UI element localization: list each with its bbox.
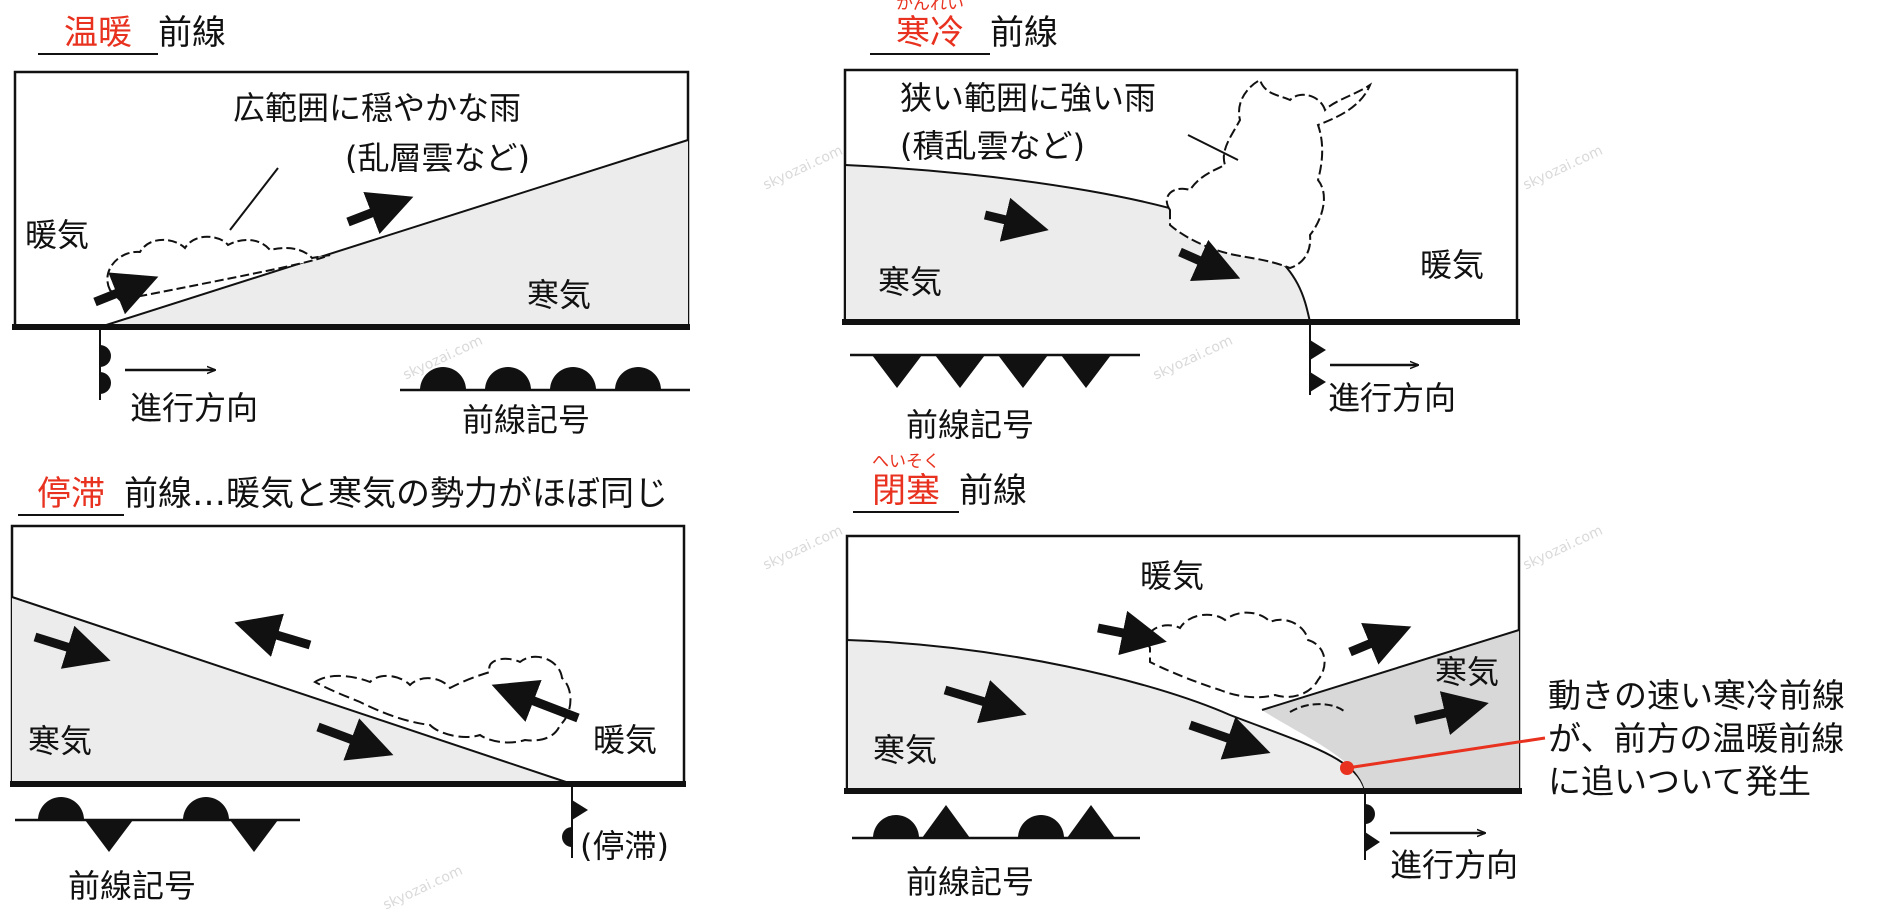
cold-front-direction-label: 進行方向 xyxy=(1328,379,1457,417)
warm-front-title-suffix: 前線 xyxy=(158,13,226,53)
warm-front-direction-label: 進行方向 xyxy=(130,389,259,427)
occluded-front-title: へいそく閉塞前線 xyxy=(853,454,1027,513)
warm-front-warm-air-label: 暖気 xyxy=(25,216,90,254)
stationary-front-keyword: 停滞 xyxy=(18,477,124,516)
occluded-front-warm-air-label: 暖気 xyxy=(1140,557,1205,595)
occluded-front-title-suffix: 前線 xyxy=(959,471,1027,511)
stationary-front-warm-air-label: 暖気 xyxy=(593,721,658,759)
occluded-front-note-line1: 動きの速い寒冷前線 xyxy=(1548,676,1845,715)
stationary-front-title-suffix: 前線…暖気と寒気の勢力がほぼ同じ xyxy=(124,474,668,514)
cold-front-cloud xyxy=(1165,78,1373,270)
occluded-front-keyword: へいそく閉塞 xyxy=(853,454,959,513)
occluded-front-note-line2: が、前方の温暖前線 xyxy=(1548,718,1845,758)
warm-front-rain-line1: 広範囲に穏やかな雨 xyxy=(233,89,522,127)
occluded-front-panel xyxy=(844,534,1546,860)
occluded-front-symbol-caption: 前線記号 xyxy=(906,863,1035,901)
cold-front-keyword: かんれい寒冷 xyxy=(870,0,990,55)
cold-front-warm-air-label: 暖気 xyxy=(1420,246,1485,284)
occluded-front-note-line3: に追いついて発生 xyxy=(1548,761,1812,801)
cold-front-cold-air-label: 寒気 xyxy=(878,263,943,301)
stationary-front-panel xyxy=(10,524,686,858)
warm-front-rain-line2: (乱層雲など) xyxy=(345,139,530,177)
cold-front-title: かんれい寒冷前線 xyxy=(870,0,1058,55)
stationary-front-symbol-caption: 前線記号 xyxy=(68,867,197,905)
warm-front-cold-air-label: 寒気 xyxy=(527,276,592,314)
occluded-front-cloud xyxy=(1146,611,1326,699)
occluded-front-ruby: へいそく xyxy=(872,452,940,472)
cold-front-ruby: かんれい xyxy=(896,0,964,14)
occluded-front-explanation: 動きの速い寒冷前線 が、前方の温暖前線 に追いついて発生 xyxy=(1548,675,1845,804)
cold-front-rain-line1: 狭い範囲に強い雨 xyxy=(900,79,1157,117)
cold-front-title-suffix: 前線 xyxy=(990,13,1058,53)
occluded-front-direction-label: 進行方向 xyxy=(1390,846,1519,884)
warm-front-title: 温暖前線 xyxy=(38,16,226,55)
cold-front-panel xyxy=(842,68,1520,395)
warm-front-panel xyxy=(12,70,690,400)
stationary-front-stationary-mark: (停滞) xyxy=(580,827,669,865)
warm-front-keyword: 温暖 xyxy=(38,16,158,55)
cold-front-rain-line2: (積乱雲など) xyxy=(900,127,1085,165)
cold-front-symbol-caption: 前線記号 xyxy=(906,406,1035,444)
occluded-front-cold-air-right-label: 寒気 xyxy=(1435,653,1500,691)
stationary-front-cold-air-label: 寒気 xyxy=(28,722,93,760)
warm-front-symbol-caption: 前線記号 xyxy=(462,401,591,439)
occluded-front-cold-air-left-label: 寒気 xyxy=(873,731,938,769)
stationary-front-title: 停滞前線…暖気と寒気の勢力がほぼ同じ xyxy=(18,477,668,516)
warm-front-cloud xyxy=(106,235,331,302)
